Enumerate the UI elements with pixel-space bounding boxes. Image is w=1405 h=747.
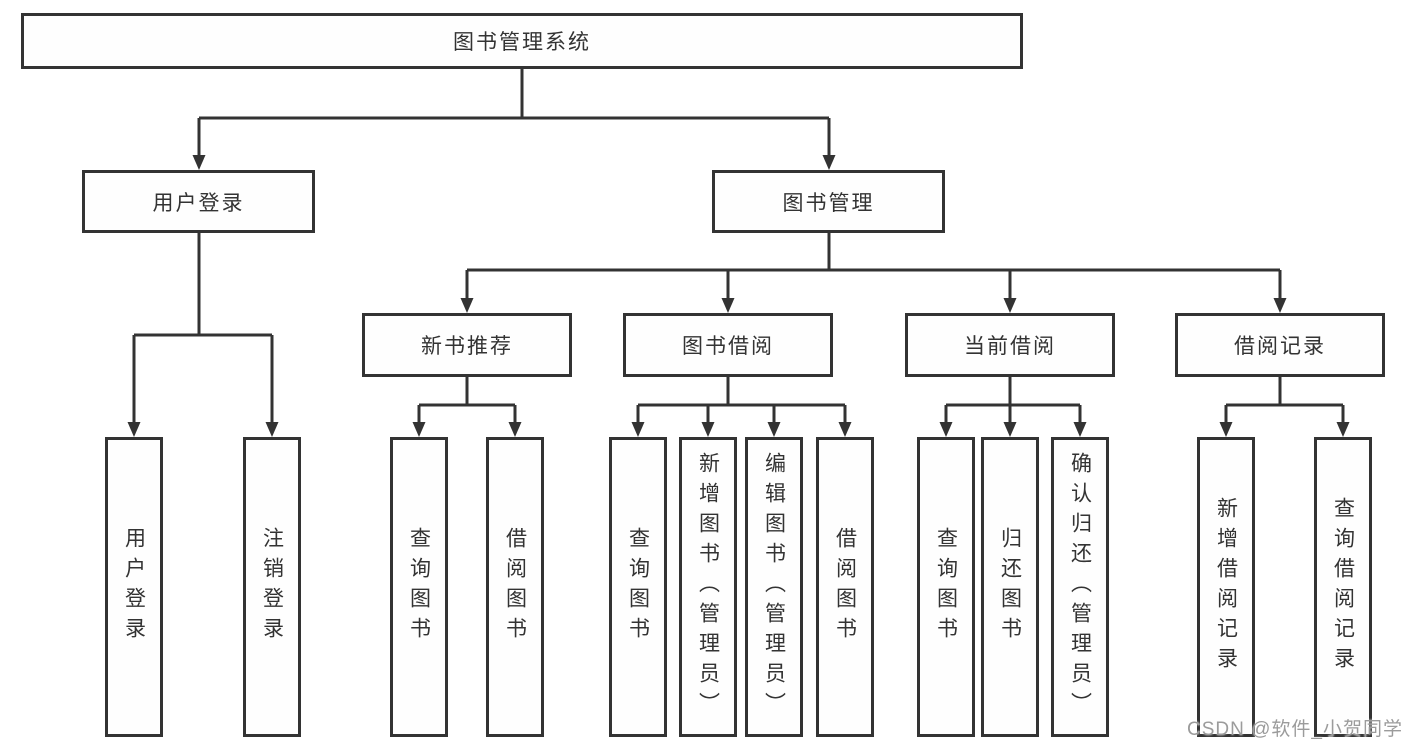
leaf-query-books-borrowing-label: 查询图书 bbox=[626, 527, 650, 647]
leaf-edit-books-admin: 编辑图书（管理员） bbox=[745, 437, 803, 737]
node-user-login: 用户登录 bbox=[82, 170, 315, 233]
leaf-user-login: 用户登录 bbox=[105, 437, 163, 737]
leaf-borrow-books-label: 借阅图书 bbox=[833, 527, 857, 647]
leaf-add-borrow-record: 新增借阅记录 bbox=[1197, 437, 1255, 737]
leaf-borrow-books: 借阅图书 bbox=[816, 437, 874, 737]
leaf-query-books-recommend: 查询图书 bbox=[390, 437, 448, 737]
node-book-borrowing: 图书借阅 bbox=[623, 313, 833, 377]
node-current-borrowing: 当前借阅 bbox=[905, 313, 1115, 377]
leaf-user-login-label: 用户登录 bbox=[122, 527, 146, 647]
leaf-return-books: 归还图书 bbox=[981, 437, 1039, 737]
node-borrowing-records: 借阅记录 bbox=[1175, 313, 1385, 377]
leaf-return-books-label: 归还图书 bbox=[998, 527, 1022, 647]
leaf-borrow-books-recommend-label: 借阅图书 bbox=[503, 527, 527, 647]
leaf-add-books-admin-label: 新增图书（管理员） bbox=[696, 452, 720, 722]
leaf-confirm-return-admin: 确认归还（管理员） bbox=[1051, 437, 1109, 737]
node-root-system: 图书管理系统 bbox=[21, 13, 1023, 69]
leaf-query-books-current-label: 查询图书 bbox=[934, 527, 958, 647]
leaf-add-books-admin: 新增图书（管理员） bbox=[679, 437, 737, 737]
leaf-query-borrow-record-label: 查询借阅记录 bbox=[1331, 497, 1355, 677]
csdn-watermark: CSDN @软件_小贺同学 bbox=[1187, 719, 1403, 740]
leaf-logout: 注销登录 bbox=[243, 437, 301, 737]
leaf-edit-books-admin-label: 编辑图书（管理员） bbox=[762, 452, 786, 722]
leaf-logout-label: 注销登录 bbox=[260, 527, 284, 647]
leaf-query-books-borrowing: 查询图书 bbox=[609, 437, 667, 737]
leaf-query-books-current: 查询图书 bbox=[917, 437, 975, 737]
leaf-borrow-books-recommend: 借阅图书 bbox=[486, 437, 544, 737]
leaf-query-borrow-record: 查询借阅记录 bbox=[1314, 437, 1372, 737]
node-new-book-recommend: 新书推荐 bbox=[362, 313, 572, 377]
leaf-add-borrow-record-label: 新增借阅记录 bbox=[1214, 497, 1238, 677]
leaf-query-books-recommend-label: 查询图书 bbox=[407, 527, 431, 647]
node-book-management: 图书管理 bbox=[712, 170, 945, 233]
leaf-confirm-return-admin-label: 确认归还（管理员） bbox=[1068, 452, 1092, 722]
